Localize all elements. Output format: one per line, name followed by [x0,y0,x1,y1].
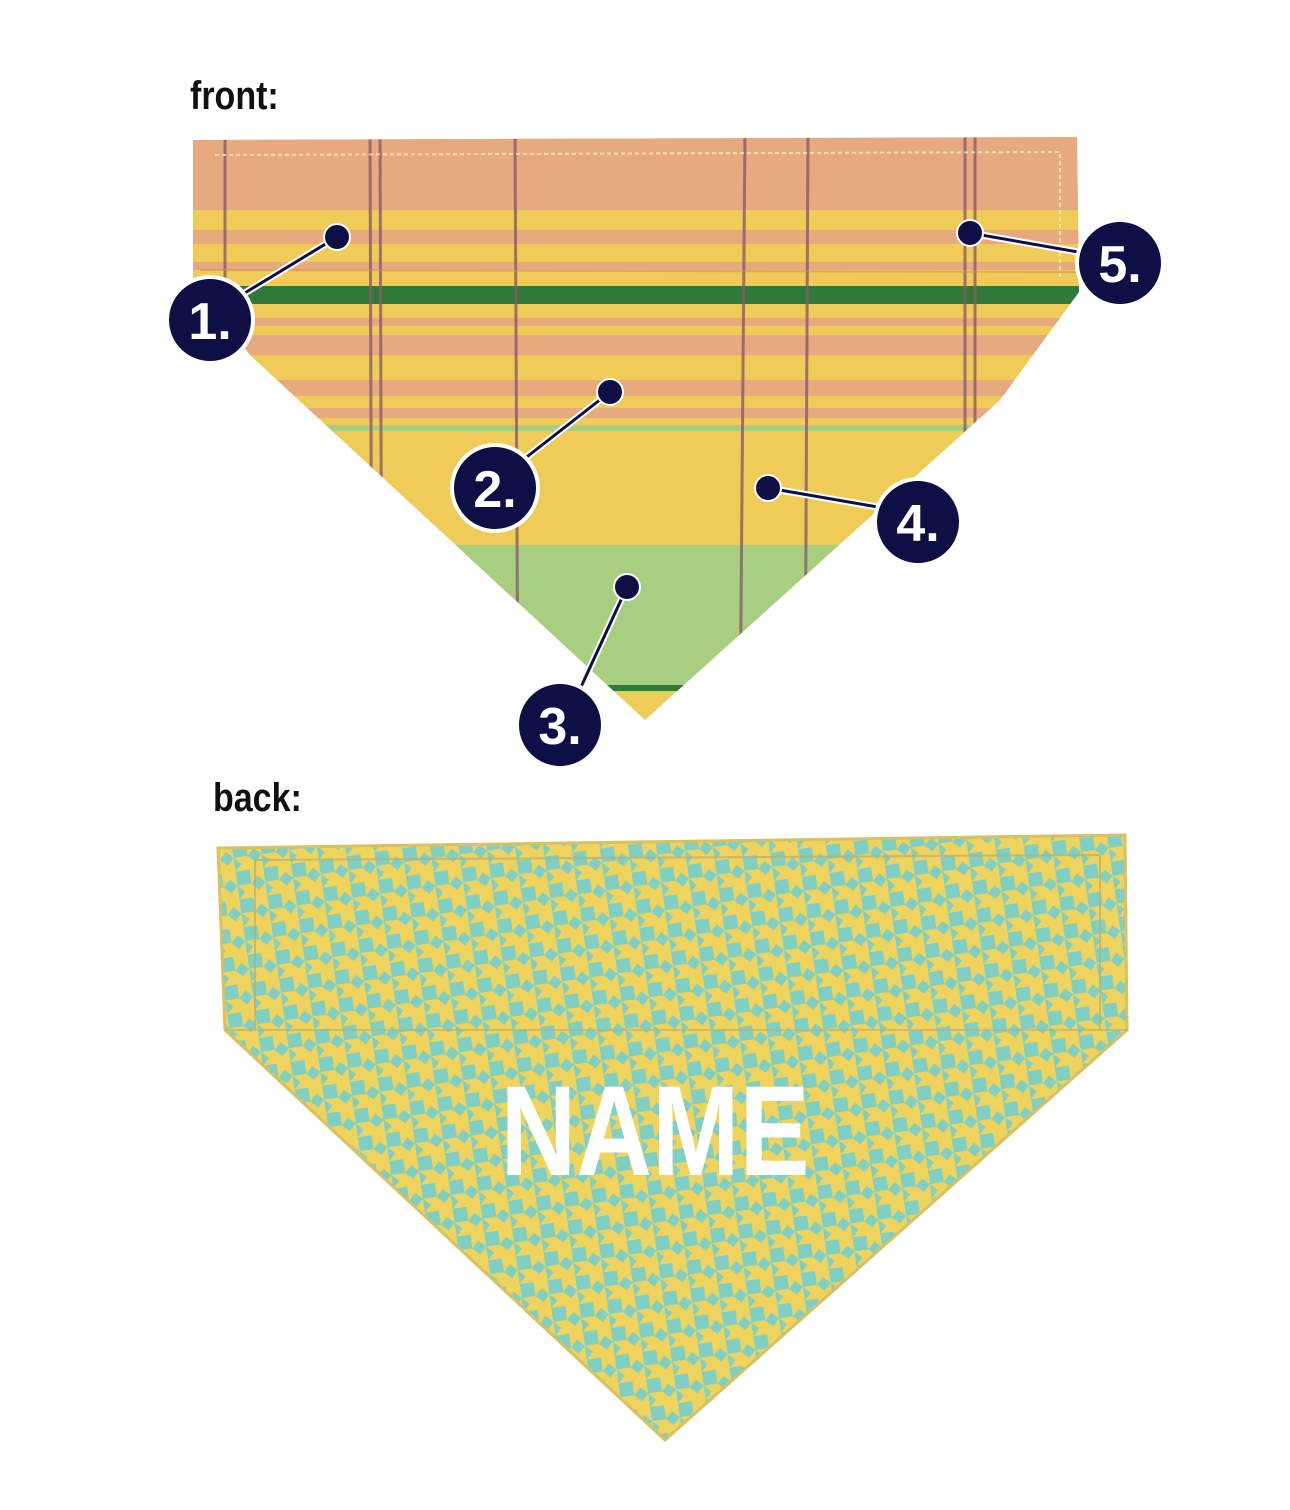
svg-text:2.: 2. [473,461,516,519]
callout-3: 3. [515,573,641,770]
front-label: front: [190,74,279,118]
callout-dot [754,474,782,502]
name-placeholder-text: NAME [500,1059,809,1202]
callout-dot [613,573,641,601]
svg-text:1.: 1. [188,293,231,351]
callout-4: 4. [754,474,963,567]
back-label: back: [213,776,302,820]
callout-dot [323,223,351,251]
front-bandana [193,137,1079,720]
svg-text:5.: 5. [1098,236,1141,294]
back-bandana: NAME [216,833,1129,1443]
svg-text:3.: 3. [538,698,581,756]
callout-5: 5. [956,218,1165,308]
callout-1: 1. [165,223,351,365]
svg-text:4.: 4. [896,495,939,553]
callout-dot [956,219,984,247]
callout-2: 2. [450,378,624,533]
callout-dot [596,378,624,406]
